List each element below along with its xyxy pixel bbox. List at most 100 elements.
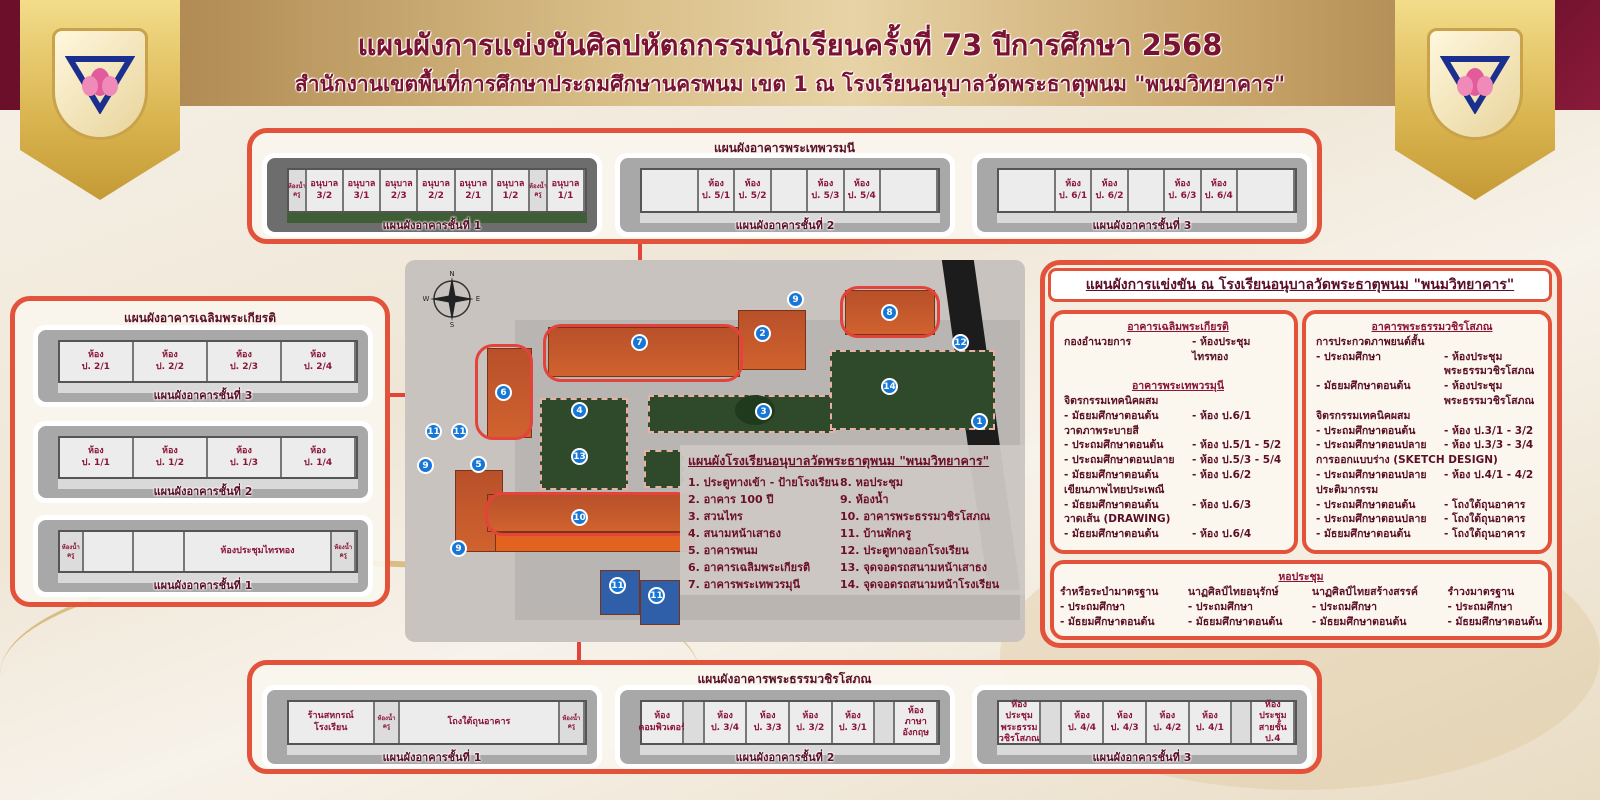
venue-building-title: อาคารเฉลิมพระเกียรติ — [1127, 321, 1229, 333]
legend-item: 10. อาคารพระธรรมวชิรโสภณ — [840, 510, 991, 523]
venue-row: - ประถมศึกษาตอนต้น- ห้อง ป.5/1 - 5/2 — [1064, 438, 1292, 453]
page-title: แผนผังการแข่งขันศิลปหัตถกรรมนักเรียนครั้… — [357, 28, 1223, 62]
hall-title: หอประชุม — [1278, 571, 1324, 583]
floor-label: แผนผังอาคารชั้นที่ 1 — [153, 579, 253, 592]
map-marker: 11 — [451, 423, 468, 440]
room — [999, 170, 1056, 211]
corridor — [996, 212, 1298, 224]
room: - ห้อง ป.6/1 — [1192, 409, 1252, 422]
hall-line: - ประถมศึกษา — [1187, 600, 1253, 613]
floor-label: แผนผังอาคารชั้นที่ 2 — [735, 751, 835, 764]
highlight-building-10 — [485, 492, 695, 536]
room: - โถงใต้ถุนอาคาร — [1444, 528, 1526, 541]
rooms-row: ห้องประชุม พระธรรม วชิรโสภณ ห้อง ป. 4/4 ห้… — [996, 700, 1298, 745]
room: ห้อง ป. 6/3 — [1165, 170, 1202, 211]
room — [134, 532, 185, 572]
map-marker: 12 — [952, 334, 969, 351]
hall-column: นาฏศิลป์ไทยอนุรักษ์- ประถมศึกษา- มัธยมศึ… — [1188, 585, 1283, 630]
venue-row: - ประถมศึกษา - ห้องประชุม พระธรรมวชิรโสภณ — [1316, 350, 1548, 380]
room: อนุบาล 2/2 — [418, 170, 456, 211]
legend-item: 2. อาคาร 100 ปี — [688, 493, 774, 506]
spacer — [1064, 364, 1292, 379]
room: ห้อง ป. 1/4 — [282, 438, 357, 478]
floor-label: แผนผังอาคารชั้นที่ 2 — [735, 219, 835, 232]
room: ห้อง ป. 6/2 — [1092, 170, 1129, 211]
level: - ประถมศึกษาตอนต้น — [1316, 424, 1416, 437]
room: - ห้อง ป.4/1 - 4/2 — [1444, 468, 1534, 481]
room: - ห้อง ป.6/2 — [1192, 468, 1252, 481]
compass-n: N — [449, 270, 454, 278]
venue-building-title: อาคารพระเทพวรมุนี — [1131, 380, 1225, 393]
room: ห้อง ป. 1/2 — [134, 438, 208, 478]
venue-row: - มัธยมศึกษาตอนต้น- โถงใต้ถุนอาคาร — [1316, 527, 1548, 542]
panel-phra-thep-building: แผนผังอาคารพระเทพวรมุนี ห้องน้ำ ครูอนุบา… — [247, 128, 1322, 244]
page-subtitle: สำนักงานเขตพื้นที่การศึกษาประถมศึกษานครพ… — [294, 72, 1286, 96]
hall-line: - มัธยมศึกษาตอนต้น — [1060, 615, 1155, 628]
venue-box-hall: หอประชุม รำหรือระบำมาตรฐาน- ประถมศึกษา- … — [1050, 560, 1552, 640]
room: ห้อง ป. 1/3 — [208, 438, 283, 478]
competition-name: วาดภาพระบายสี — [1064, 424, 1139, 437]
room: ห้องน้ำ ครู — [59, 532, 84, 572]
room: - ห้องประชุม พระธรรมวชิรโสภณ — [1444, 350, 1535, 378]
room — [881, 170, 939, 211]
competition-name: การประกวดภาพยนต์สั้น — [1316, 335, 1425, 348]
legend-item: 9. ห้องน้ำ — [840, 493, 889, 506]
hall-column: นาฏศิลป์ไทยสร้างสรรค์- ประถมศึกษา- มัธยม… — [1312, 585, 1418, 630]
map-marker: 5 — [470, 456, 487, 473]
venue-row: - มัธยมศึกษาตอนต้น- ห้อง ป.6/2 — [1064, 468, 1292, 483]
legend-item: 4. สนามหน้าเสาธง — [688, 527, 782, 540]
corridor — [286, 212, 588, 224]
highlight-building-8 — [840, 286, 940, 338]
room — [772, 170, 809, 211]
venue-row: - มัธยมศึกษาตอนต้น- ห้อง ป.6/1 — [1064, 409, 1292, 424]
panel-title: แผนผังอาคารเฉลิมพระเกียรติ — [124, 311, 276, 325]
hall-line: นาฏศิลป์ไทยอนุรักษ์ — [1187, 585, 1279, 598]
level: - ประถมศึกษา — [1316, 350, 1382, 363]
hall-line: - ประถมศึกษา — [1311, 600, 1377, 613]
hall-column: รำหรือระบำมาตรฐาน- ประถมศึกษา- มัธยมศึกษ… — [1060, 585, 1158, 630]
room: - ห้อง ป.3/1 - 3/2 — [1444, 424, 1534, 437]
room — [1129, 170, 1166, 211]
room: - ห้อง ป.5/3 - 5/4 — [1192, 454, 1282, 467]
floor-plan: ห้องน้ำ ครูห้องประชุมไทรทองห้องน้ำ ครูแผ… — [33, 515, 373, 597]
floor-label: แผนผังอาคารชั้นที่ 2 — [153, 485, 253, 498]
map-marker: 14 — [881, 378, 898, 395]
field-small — [644, 450, 684, 488]
room: ห้อง ป. 5/1 — [699, 170, 736, 211]
corridor — [57, 479, 359, 490]
corridor — [57, 573, 359, 584]
room: ห้อง ป. 2/4 — [282, 342, 357, 382]
room: - ห้อง ป.5/1 - 5/2 — [1192, 439, 1282, 452]
room: ห้อง ป. 3/2 — [790, 702, 833, 743]
building-2 — [738, 310, 806, 370]
floor-plan-drawing: ร้านสหกรณ์ โรงเรียนห้องน้ำ ครูโถงใต้ถุนอ… — [267, 690, 597, 764]
floor-plan: ห้องประชุม พระธรรม วชิรโสภณ ห้อง ป. 4/4 ห้… — [972, 685, 1312, 769]
floor-plan-drawing: ห้องน้ำ ครูห้องประชุมไทรทองห้องน้ำ ครูแผ… — [38, 520, 368, 592]
hall-line: รำหรือระบำมาตรฐาน — [1060, 585, 1159, 598]
room: ห้อง ป. 4/1 — [1190, 702, 1233, 743]
rooms-row: ร้านสหกรณ์ โรงเรียนห้องน้ำ ครูโถงใต้ถุนอ… — [286, 700, 588, 745]
lotus-triangle-icon — [1440, 56, 1510, 114]
room: ห้อง ป. 4/4 — [1062, 702, 1105, 743]
venue-building-title: อาคารพระธรรมวชิรโสภณ — [1371, 321, 1493, 333]
map-marker: 2 — [754, 325, 771, 342]
map-marker: 11 — [648, 587, 665, 604]
room: ห้อง ป. 4/2 — [1147, 702, 1190, 743]
legend-item: 11. บ้านพักครู — [840, 527, 912, 540]
level: - มัธยมศึกษาตอนต้น — [1064, 528, 1159, 541]
hall-line: รำวงมาตรฐาน — [1447, 585, 1515, 598]
room: ห้องน้ำ ครู — [374, 702, 401, 743]
room: - ห้อง ป.6/3 — [1192, 498, 1252, 511]
field-front — [830, 350, 995, 430]
room: ห้องประชุม พระธรรม วชิรโสภณ — [999, 700, 1042, 744]
map-marker: 6 — [495, 384, 512, 401]
corridor — [639, 744, 941, 756]
room: ห้องน้ำ ครู — [332, 532, 357, 572]
